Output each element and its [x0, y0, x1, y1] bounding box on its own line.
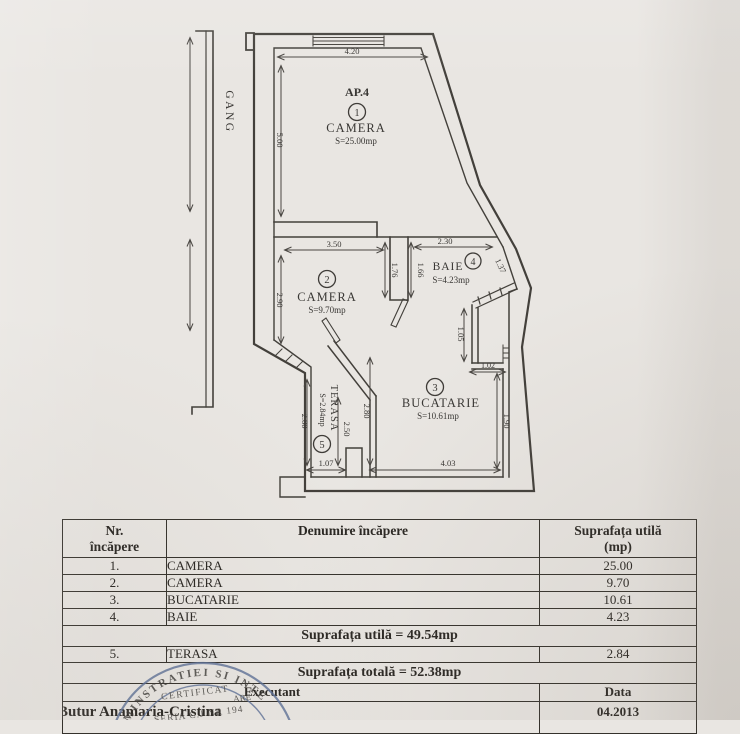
header-denumire: Denumire încăpere	[166, 519, 540, 558]
row2-area: 9.70	[539, 574, 697, 592]
row5-nr: 5.	[62, 646, 167, 663]
room2-area: S=9.70mp	[308, 305, 346, 315]
date-value: 04.2013	[539, 701, 697, 734]
dim-kitchen-step: 1.02	[481, 361, 495, 370]
room1-number: 1	[354, 108, 359, 119]
row4-nr: 4.	[62, 608, 167, 626]
gang-label: GANG	[223, 90, 235, 133]
row5-area: 2.84	[539, 646, 697, 663]
dim-kitchen-upper: 1.05	[456, 327, 466, 342]
dim-kitchen-bottom: 4.03	[441, 458, 456, 468]
row1-area: 25.00	[539, 557, 697, 575]
dim-room1-left: 5.00	[275, 133, 285, 148]
row2-nr: 2.	[62, 574, 167, 592]
baie-number: 4	[471, 257, 476, 268]
kitchen-area: S=10.61mp	[417, 411, 459, 421]
executant-header-row: Executant Data	[62, 683, 697, 702]
data-label: Data	[539, 683, 697, 702]
window-baie-kitchen	[472, 282, 518, 309]
dim-room1-top: 4.20	[345, 46, 360, 56]
door-leaf-baie	[390, 298, 409, 328]
dim-partition-right: 1.66	[416, 263, 426, 278]
room2-number: 2	[324, 275, 329, 286]
window-top	[312, 35, 385, 47]
exterior-step	[279, 476, 306, 498]
table-row: 5. TERASA 2.84	[62, 646, 697, 663]
terasa-number: 5	[319, 440, 324, 451]
row2-name: CAMERA	[166, 574, 540, 592]
terasa-name: TERASA	[328, 385, 339, 432]
door-leaf-room2	[321, 317, 341, 344]
executant-name-cell: Butur Anamaria-Cristina	[62, 701, 540, 734]
row1-name: CAMERA	[166, 557, 540, 575]
room1-name: CAMERA	[326, 121, 385, 135]
row3-area: 10.61	[539, 591, 697, 609]
row1-nr: 1.	[62, 557, 167, 575]
apartment-label: AP.4	[345, 85, 369, 99]
total-row: Suprafața totală = 52.38mp	[62, 662, 697, 684]
dim-partition-left: 1.76	[390, 263, 400, 278]
row3-nr: 3.	[62, 591, 167, 609]
floor-plan: GANG AP.4 1 CAMERA S=25.00mp 2 CAMERA S=…	[0, 30, 536, 498]
dim-room2-top: 3.50	[327, 239, 342, 249]
kitchen-name: BUCATARIE	[402, 396, 480, 410]
window-bottom-left	[274, 348, 304, 369]
dim-terasa-left: 2.80	[300, 414, 310, 429]
row4-area: 4.23	[539, 608, 697, 626]
dim-terasa-right: 2.80	[362, 404, 372, 419]
dim-room2-left: 2.90	[275, 293, 285, 308]
kitchen-number: 3	[432, 383, 437, 394]
area-table: Nr. încăpere Denumire încăpere Suprafața…	[62, 519, 697, 734]
executant-name: Butur Anamaria-Cristina	[62, 704, 222, 720]
row5-name: TERASA	[166, 646, 540, 663]
table-row: 3. BUCATARIE 10.61	[62, 591, 697, 609]
table-header-row: Nr. încăpere Denumire încăpere Suprafața…	[62, 519, 697, 558]
table-row: 1. CAMERA 25.00	[62, 557, 697, 575]
dim-kitchen-right: 1.90	[502, 414, 512, 429]
floor-plan-walls	[191, 30, 536, 498]
dim-terasa-bottom: 1.07	[319, 458, 334, 468]
dim-baie-top: 2.30	[438, 236, 453, 246]
row4-name: BAIE	[166, 608, 540, 626]
dim-terasa-mid: 2.50	[342, 422, 352, 437]
subtotal-row: Suprafața utilă = 49.54mp	[62, 625, 697, 647]
room-number-circles	[312, 102, 482, 454]
room2-name: CAMERA	[297, 290, 356, 304]
header-suprafata: Suprafața utilă (mp)	[539, 519, 697, 558]
row3-name: BUCATARIE	[166, 591, 540, 609]
executant-label: Executant	[62, 683, 540, 702]
baie-area: S=4.23mp	[432, 275, 470, 285]
baie-name: BAIE	[433, 261, 464, 273]
room1-area: S=25.00mp	[335, 136, 377, 146]
header-nr: Nr. încăpere	[62, 519, 167, 558]
dimension-lines	[190, 38, 505, 470]
terasa-area: S=2.84mp	[318, 393, 327, 426]
subtotal-text: Suprafața utilă = 49.54mp	[62, 625, 697, 647]
dimension-labels: 4.20 5.00 3.50 2.90 1.76 1.66 2.30 1.37 …	[275, 46, 512, 468]
dim-baie-slant: 1.37	[493, 257, 508, 275]
total-text: Suprafața totală = 52.38mp	[62, 662, 697, 684]
signature-row: Butur Anamaria-Cristina 04.2013	[62, 701, 697, 734]
window-kitchen-right	[502, 344, 510, 364]
table-row: 2. CAMERA 9.70	[62, 574, 697, 592]
table-row: 4. BAIE 4.23	[62, 608, 697, 626]
